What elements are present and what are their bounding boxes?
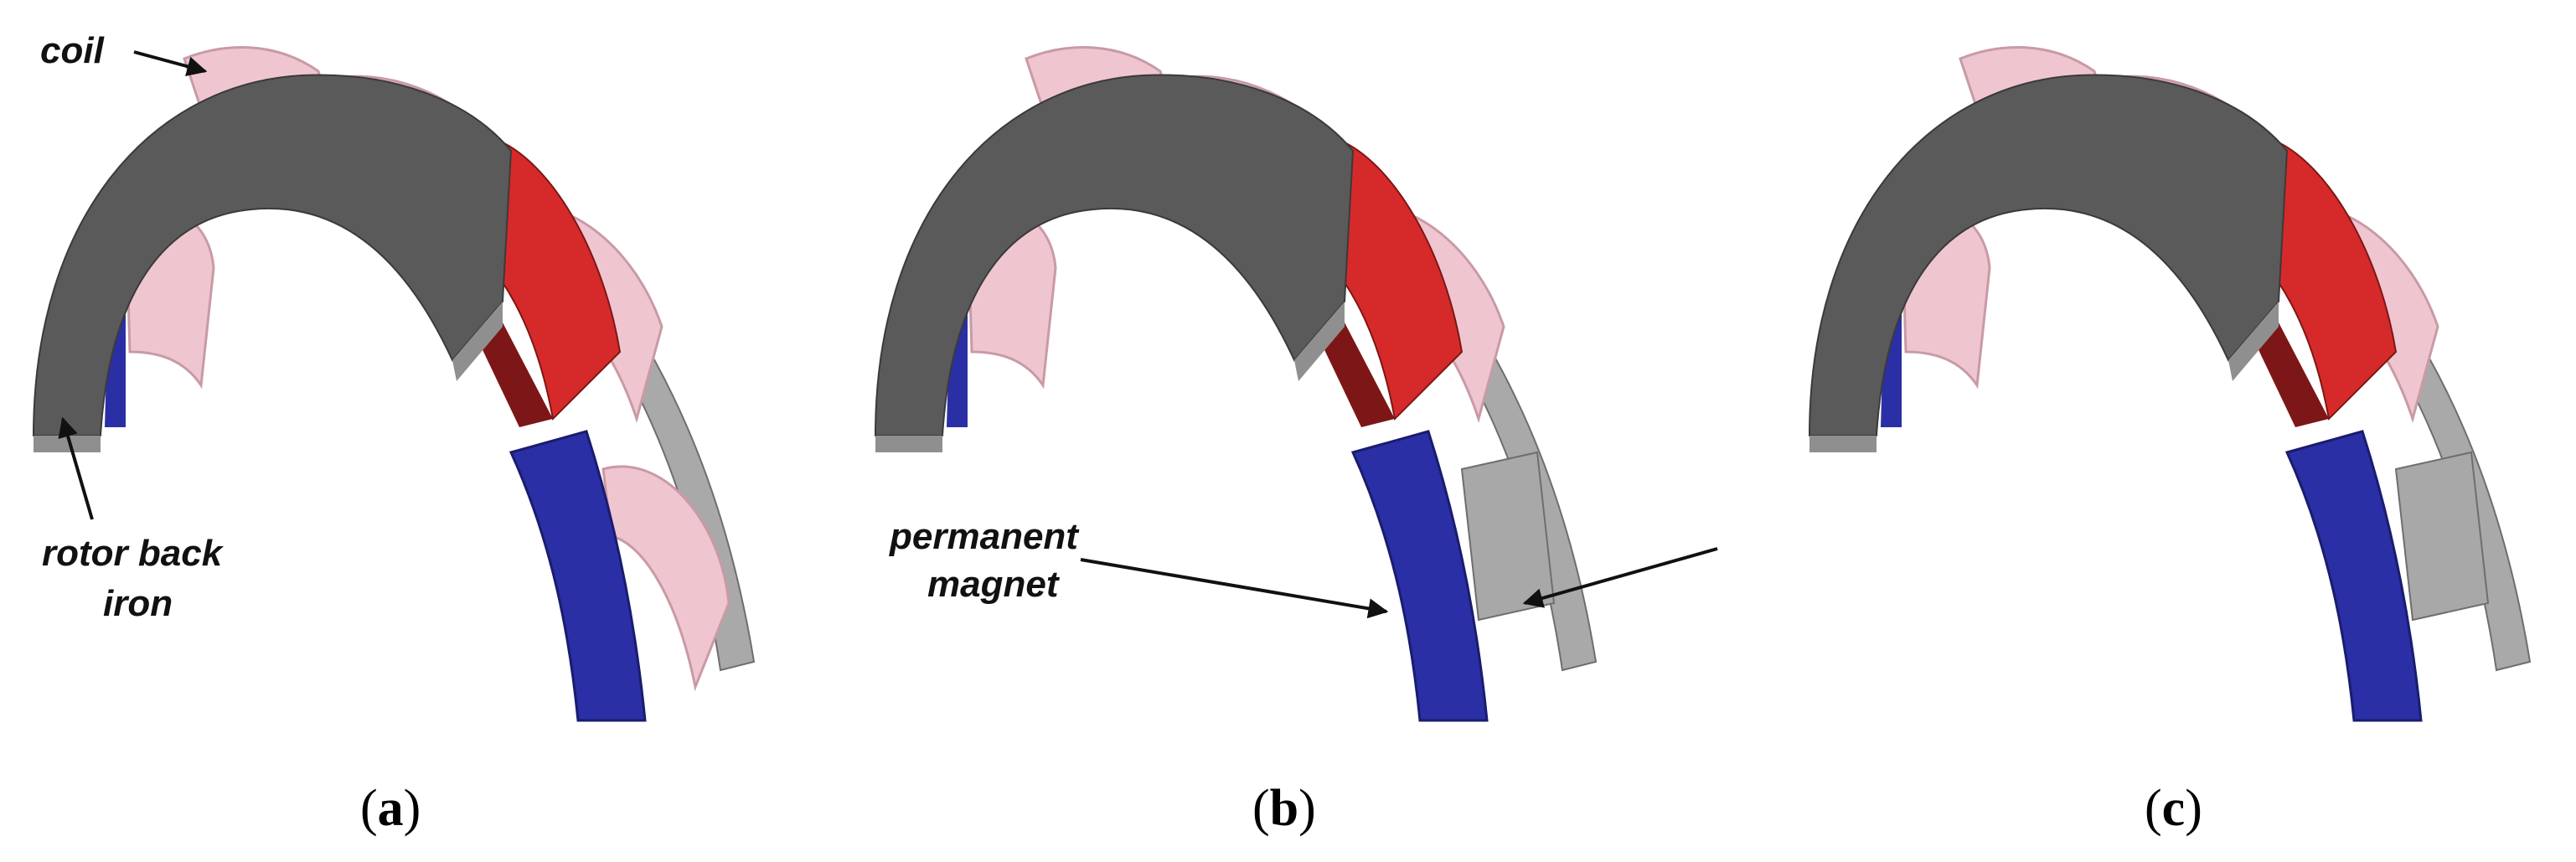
rotor-back-iron [32,74,513,436]
annotation-rotor-back-iron: rotor back iron [42,416,225,624]
permanent-magnet-label-line2: magnet [927,564,1061,605]
rotor-back-iron [874,74,1355,436]
gray-spacer-block [2394,451,2490,622]
blue-magnet [2284,430,2423,722]
subfigure-caption-b: (b) [1252,780,1316,837]
coil-label: coil [40,30,105,71]
rotor-back-iron [1808,74,2289,436]
annotation-coil: coil [40,30,208,76]
panel-b-machine-drawing [874,45,1598,722]
annotation-permanent-magnet: permanent magnet [889,516,1718,619]
gray-spacer-block [1460,451,1556,622]
rotor-back-iron-label-line2: iron [103,583,173,624]
panel-a-machine-drawing [32,45,756,722]
permanent-magnet-label-line1: permanent [889,516,1080,557]
panel-c-machine-drawing [1808,45,2532,722]
blue-magnet [1350,430,1489,722]
subfigure-caption-a: (a) [360,780,421,837]
blue-magnet [508,430,647,722]
rotor-back-iron-label-line1: rotor back [42,533,225,574]
subfigure-caption-c: (c) [2145,780,2202,837]
